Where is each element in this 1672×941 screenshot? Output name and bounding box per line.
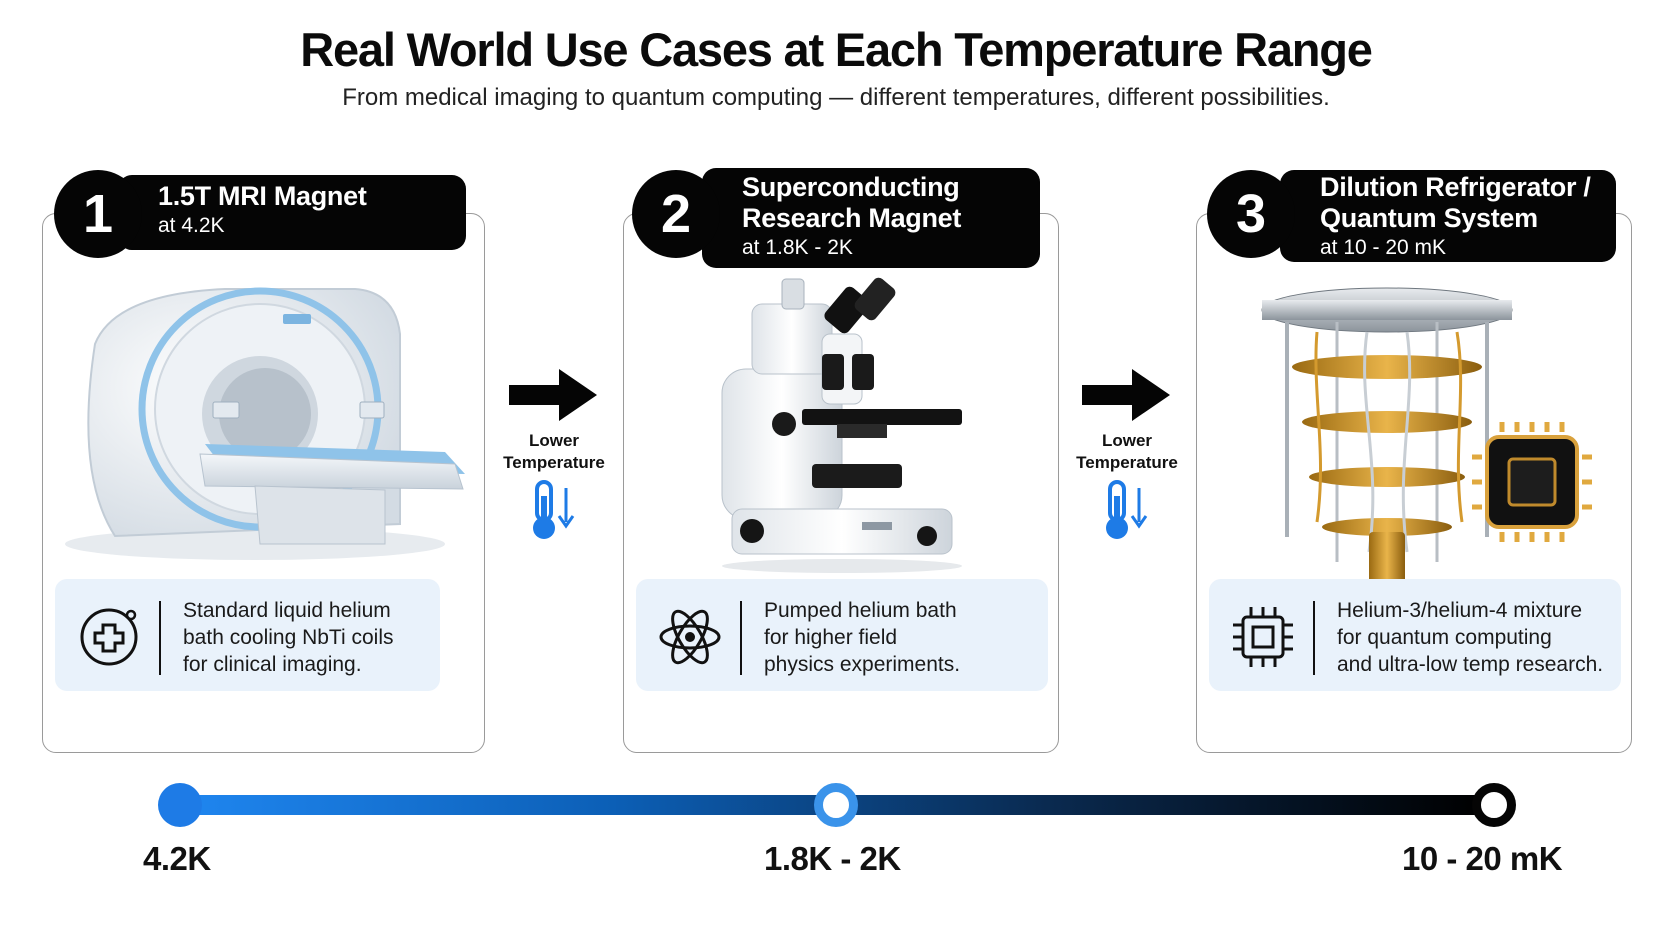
step-number-badge: 3	[1207, 170, 1295, 258]
description-text: Standard liquid helium bath cooling NbTi…	[183, 599, 394, 676]
timeline-point-1-8k-2k	[814, 783, 858, 827]
lower-temperature-indicator: Lower Temperature	[499, 365, 609, 549]
card-dilution-refrigerator: Helium-3/helium-4 mixture for quantum co…	[1196, 213, 1632, 753]
thermometer-down-icon	[533, 480, 575, 539]
dilution-refrigerator-illustration	[1257, 282, 1617, 594]
card-label: Dilution Refrigerator / Quantum System a…	[1280, 170, 1616, 262]
card-research-magnet: Pumped helium bath for higher field phys…	[623, 213, 1059, 753]
page-title: Real World Use Cases at Each Temperature…	[300, 23, 1373, 76]
description-text: Helium-3/helium-4 mixture for quantum co…	[1337, 599, 1604, 676]
temperature-timeline	[150, 780, 1520, 830]
card-mri-magnet: Standard liquid helium bath cooling NbTi…	[42, 213, 485, 753]
card-label: 1.5T MRI Magnet at 4.2K	[118, 175, 466, 250]
timeline-label-1-8k-2k: 1.8K - 2K	[764, 840, 901, 877]
timeline-point-10-20mk	[1472, 783, 1516, 827]
description-text: Pumped helium bath for higher field phys…	[764, 599, 961, 676]
arrow-right-icon	[509, 369, 597, 421]
arrow-right-icon	[1082, 369, 1170, 421]
mri-scanner-illustration	[55, 274, 473, 574]
lower-temperature-indicator: Lower Temperature	[1072, 365, 1182, 549]
divider	[159, 601, 161, 675]
description-panel: Helium-3/helium-4 mixture for quantum co…	[1209, 579, 1621, 691]
chip-icon	[1233, 607, 1293, 667]
description-panel: Standard liquid helium bath cooling NbTi…	[55, 579, 440, 691]
step-number-badge: 2	[632, 170, 720, 258]
thermometer-down-icon	[1106, 480, 1148, 539]
timeline-label-10-20mk: 10 - 20 mK	[1402, 840, 1563, 877]
timeline-point-4-2k	[158, 783, 202, 827]
atom-icon	[659, 609, 721, 665]
medical-cross-circle-icon	[80, 608, 138, 666]
description-panel: Pumped helium bath for higher field phys…	[636, 579, 1048, 691]
research-microscope-illustration	[712, 274, 972, 574]
divider	[740, 601, 742, 675]
card-label: Superconducting Research Magnet at 1.8K …	[702, 168, 1040, 268]
timeline-label-4-2k: 4.2K	[143, 840, 211, 877]
divider	[1313, 601, 1315, 675]
page-subtitle: From medical imaging to quantum computin…	[342, 84, 1330, 111]
step-number-badge: 1	[54, 170, 142, 258]
